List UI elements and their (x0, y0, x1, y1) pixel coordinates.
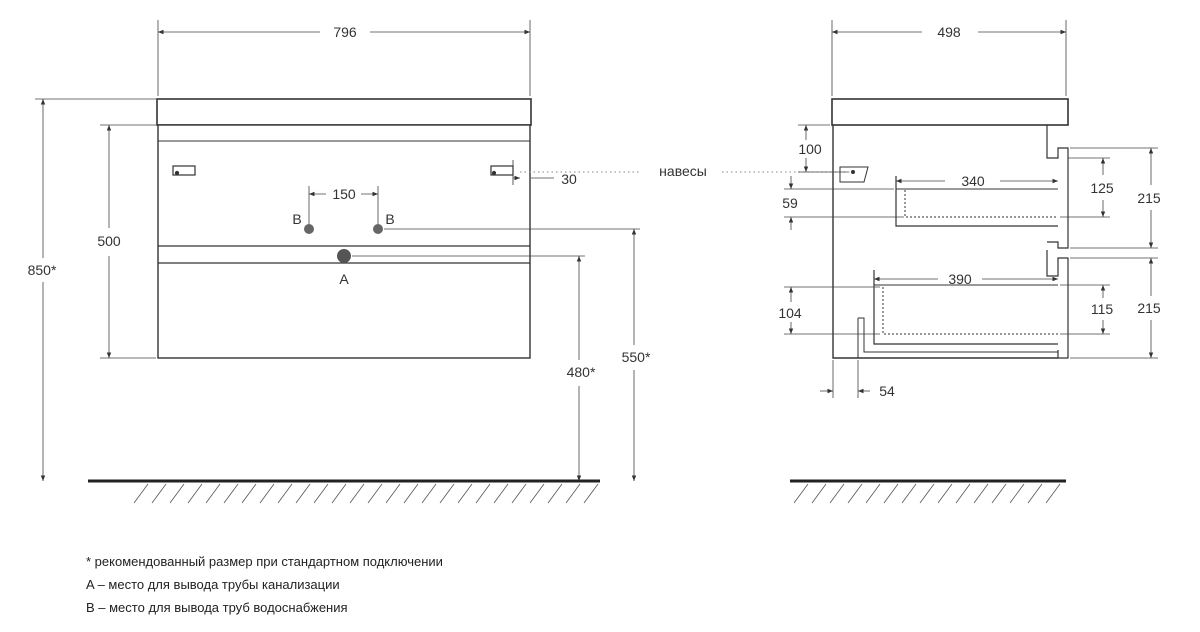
hatch-line (133, 483, 149, 504)
dim-total-height: 850* (28, 262, 57, 278)
hatch-line (955, 483, 971, 504)
countertop (156, 98, 532, 126)
dim-hinge-top: 100 (798, 141, 822, 157)
hatch-line (1009, 483, 1025, 504)
hatch-line (973, 483, 989, 504)
side-hinge-pin (851, 170, 855, 174)
dim-body-height: 500 (97, 233, 121, 249)
hatch-line (259, 483, 275, 504)
dim-drawer-bottom-inner: 115 (1091, 301, 1114, 317)
dim-drain-height: 480* (567, 364, 596, 380)
dim-front-bottom: 215 (1137, 300, 1161, 316)
hatch-line (547, 483, 563, 504)
front-view (156, 98, 532, 359)
side-hinge (839, 166, 869, 183)
hatch-line (919, 483, 935, 504)
hatch-line (565, 483, 581, 504)
side-body (832, 125, 1058, 359)
hatch-line (793, 483, 809, 504)
hatch-line (529, 483, 545, 504)
hatch-line (277, 483, 293, 504)
dim-back-offset: 54 (879, 383, 895, 399)
label-a: A (339, 271, 349, 287)
lower-drawer (873, 270, 1058, 345)
label-b-left: B (292, 211, 301, 227)
hatch-line (169, 483, 185, 504)
hatch-line (937, 483, 953, 504)
hinge-label: навесы (659, 163, 707, 179)
hatch-line (901, 483, 917, 504)
water-pipe-b-left (304, 224, 314, 234)
hatch-line (511, 483, 527, 504)
hatch-line (1027, 483, 1043, 504)
note-a: A – место для вывода трубы канализации (86, 577, 340, 592)
dim-front-top: 215 (1137, 190, 1161, 206)
dim-hinge-drop: 59 (782, 195, 798, 211)
dim-hole-spacing: 150 (332, 186, 356, 202)
cabinet-body (157, 124, 531, 359)
dim-width: 796 (333, 24, 357, 40)
back-bracket (857, 317, 1058, 358)
dim-drawer-top-depth: 340 (961, 173, 985, 189)
legend: * рекомендованный размер при стандартном… (86, 550, 443, 619)
side-dimensions (784, 20, 1158, 398)
hatch-line (241, 483, 257, 504)
hatch-line (1045, 483, 1061, 504)
hatch-line (583, 483, 599, 504)
hatch-line (295, 483, 311, 504)
label-b-right: B (385, 211, 394, 227)
hatch-line (457, 483, 473, 504)
hatch-line (865, 483, 881, 504)
hatch-line (313, 483, 329, 504)
hatch-line (205, 483, 221, 504)
side-view (831, 98, 1069, 359)
hatch-line (829, 483, 845, 504)
drain-pipe-a (337, 249, 351, 263)
hatch-line (385, 483, 401, 504)
hatch-line (475, 483, 491, 504)
side-countertop (831, 98, 1069, 126)
hatch-line (367, 483, 383, 504)
hatch-line (223, 483, 239, 504)
hatch-line (349, 483, 365, 504)
hatch-line (991, 483, 1007, 504)
hinge-left (172, 165, 196, 176)
front-floor-hatch (133, 483, 599, 504)
hatch-line (439, 483, 455, 504)
door-front-bottom (1046, 250, 1069, 359)
dim-depth: 498 (937, 24, 961, 40)
hatch-line (493, 483, 509, 504)
hatch-line (421, 483, 437, 504)
dim-bottom-drawer-offset: 104 (778, 305, 802, 321)
hatch-line (151, 483, 167, 504)
dim-hinge-offset: 30 (561, 171, 577, 187)
door-front-top (1046, 125, 1069, 249)
note-asterisk: * рекомендованный размер при стандартном… (86, 554, 443, 569)
hatch-line (847, 483, 863, 504)
hatch-line (187, 483, 203, 504)
hatch-line (883, 483, 899, 504)
dim-drawer-bottom-depth: 390 (948, 271, 972, 287)
hatch-line (403, 483, 419, 504)
note-b: B – место для вывода труб водоснабжения (86, 600, 348, 615)
side-floor-hatch (793, 483, 1061, 504)
dim-drawer-top-inner: 125 (1090, 180, 1114, 196)
dim-water-height: 550* (622, 349, 651, 365)
water-pipe-b-right (373, 224, 383, 234)
hatch-line (811, 483, 827, 504)
upper-drawer (895, 176, 1058, 227)
front-dimensions (35, 20, 640, 481)
hatch-line (331, 483, 347, 504)
